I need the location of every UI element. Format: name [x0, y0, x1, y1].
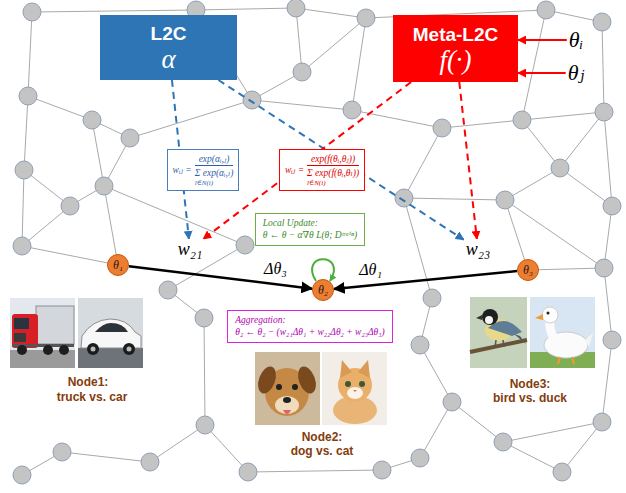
formula-box: wᵢⱼ =exp(αᵢ,ⱼ)Σ exp(αᵢ,ₗ)l∈N(i): [167, 149, 240, 191]
dog-photo: [255, 352, 320, 425]
node-caption: truck vs. car: [55, 390, 130, 404]
edge-label: Δθ₃: [262, 260, 289, 278]
model-box: L2Cα: [100, 15, 237, 80]
box-title: Meta-L2C: [413, 23, 499, 46]
input-arrow: [518, 39, 567, 41]
graph-edges: [22, 8, 612, 475]
weight-arrow: [459, 82, 477, 239]
bird-photo: [470, 297, 527, 368]
box-title: L2C: [151, 22, 187, 45]
node-symbol: θ₃: [523, 264, 533, 277]
self-loop: [312, 259, 334, 281]
duck-photo: [530, 297, 595, 368]
box-heading: Local Update:: [263, 217, 318, 229]
input-arrow: [518, 72, 566, 74]
client-node: θ₃: [517, 259, 539, 281]
weight-symbol: w₂₁: [176, 239, 205, 259]
equation: θ₂ ← θ₂ − (w₂₁Δθ₁ + w₂₂Δθ₂ + w₂₃Δθ₃): [235, 326, 384, 339]
symbol: θⱼ: [568, 61, 585, 85]
symbol: α: [161, 45, 175, 73]
formula-lhs: wᵢⱼ =: [173, 164, 192, 176]
numerator: exp(αᵢ,ⱼ): [199, 153, 230, 165]
equation: θ ← θ − α∇θ L(θ; Dᵗʳᵃⁱⁿ): [263, 229, 357, 242]
sum-index: l∈N(i): [307, 179, 325, 187]
symbol: f(·): [439, 46, 471, 74]
node-symbol: θ₂: [318, 284, 328, 297]
formula-box: wᵢⱼ =exp(f(θᵢ,θⱼ))Σ exp(f(θᵢ,θₗ))l∈N(i): [279, 149, 365, 191]
box-heading: Aggregation:: [235, 314, 285, 326]
symbol: w₂₁: [178, 239, 203, 259]
node-caption: Node2:: [300, 430, 345, 444]
denominator: Σ exp(f(θᵢ,θₗ)): [307, 165, 359, 179]
denominator: Σ exp(αᵢ,ₗ): [195, 165, 234, 179]
numerator: exp(f(θᵢ,θⱼ)): [311, 153, 355, 165]
aggregation-box: Aggregation:θ₂ ← θ₂ − (w₂₁Δθ₁ + w₂₂Δθ₂ +…: [227, 310, 392, 343]
input-symbol: θⱼ: [566, 61, 587, 85]
node-caption: dog vs. cat: [289, 444, 356, 458]
node-symbol: θ₁: [113, 259, 123, 272]
formula-lhs: wᵢⱼ =: [285, 164, 304, 176]
client-node: θ₁: [107, 254, 129, 276]
sum-index: l∈N(i): [195, 179, 213, 187]
input-symbol: θᵢ: [567, 28, 585, 52]
graph-dots: [13, 0, 621, 484]
edge-label: Δθ₁: [357, 261, 384, 279]
weight-symbol: w₂₃: [464, 239, 493, 259]
cat-photo: [322, 352, 387, 425]
model-box: Meta-L2Cf(·): [393, 15, 518, 82]
symbol: w₂₃: [466, 239, 491, 259]
fraction: exp(f(θᵢ,θⱼ))Σ exp(f(θᵢ,θₗ))l∈N(i): [307, 153, 359, 187]
update-box: Local Update:θ ← θ − α∇θ L(θ; Dᵗʳᵃⁱⁿ): [255, 213, 365, 246]
node-caption: Node3:: [508, 377, 553, 391]
fraction: exp(αᵢ,ⱼ)Σ exp(αᵢ,ₗ)l∈N(i): [195, 153, 234, 187]
car-photo: [78, 298, 143, 368]
truck-photo: [10, 298, 75, 368]
node-caption: bird vs. duck: [491, 391, 569, 405]
symbol: θᵢ: [569, 28, 583, 52]
node-caption: Node1:: [66, 375, 111, 389]
client-node: θ₂: [312, 279, 334, 301]
